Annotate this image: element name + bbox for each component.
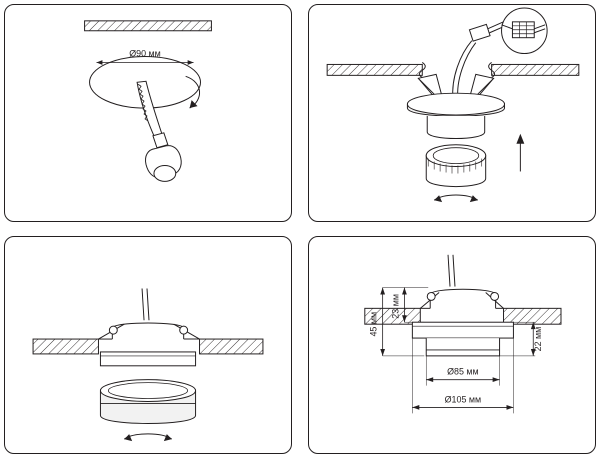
wire-icon (447, 254, 456, 287)
depth-total-dimension (380, 287, 429, 357)
fixture-section-icon (411, 288, 514, 357)
outer-diameter-label: Ø105 мм (445, 394, 482, 404)
panel-connect-wiring (308, 4, 596, 222)
panel-insert-lamp-module (4, 236, 292, 454)
panel-dimensions: 45 мм 23 мм 22 мм (308, 236, 596, 454)
rotation-arrow-icon (123, 433, 173, 442)
depth-total-label: 45 мм (369, 312, 379, 337)
depth-inner-dimension (402, 287, 425, 323)
lamp-module-icon (425, 144, 487, 188)
magnifier-detail-icon (501, 7, 548, 55)
rotation-arrow-icon (433, 194, 479, 203)
panel-cut-hole-in-ceiling: Ø90 мм (4, 4, 292, 222)
hole-diameter-dimension (96, 60, 194, 65)
wire-connector-icon (468, 21, 506, 42)
fixture-body-icon (98, 322, 200, 367)
body-height-label: 22 мм (533, 327, 543, 352)
hatched-ceiling-icon (364, 307, 562, 325)
lamp-module-icon (99, 379, 197, 424)
hand-saw-icon (136, 80, 182, 182)
hatched-ceiling-icon (326, 62, 580, 78)
hatched-ceiling-icon (32, 338, 264, 355)
inner-diameter-label: Ø85 мм (447, 367, 479, 377)
fixture-body-icon (406, 92, 506, 139)
up-arrow-icon (516, 133, 525, 172)
hatched-ceiling-icon (84, 20, 212, 32)
hole-diameter-label: Ø90 мм (129, 49, 161, 59)
inner-diameter-dimension (425, 355, 500, 386)
body-height-dimension (499, 321, 536, 357)
depth-inner-label: 23 мм (390, 294, 400, 319)
rotation-arrow-icon (185, 75, 201, 109)
outer-diameter-dimension (412, 338, 514, 414)
wire-icon (141, 288, 150, 321)
